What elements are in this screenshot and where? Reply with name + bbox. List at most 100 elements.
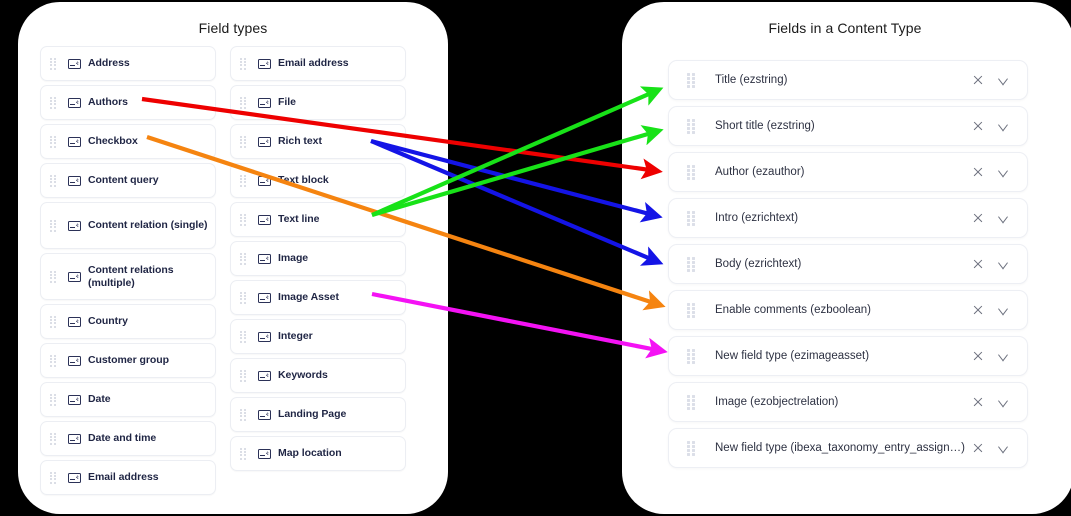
content-type-fields-panel: Fields in a Content Type Title (ezstring… xyxy=(622,2,1071,514)
content-type-field-row[interactable]: Intro (ezrichtext) xyxy=(668,198,1028,238)
drag-handle-icon[interactable] xyxy=(240,174,247,187)
close-icon[interactable] xyxy=(968,346,988,366)
close-icon[interactable] xyxy=(968,70,988,90)
content-type-field-label: New field type (ezimageasset) xyxy=(715,350,870,362)
field-type-label: Text block xyxy=(278,174,329,187)
content-type-field-row[interactable]: Body (ezrichtext) xyxy=(668,244,1028,284)
field-type-item[interactable]: Content relation (single) xyxy=(40,202,216,249)
field-type-item[interactable]: Customer group xyxy=(40,343,216,378)
field-type-label: Integer xyxy=(278,330,313,343)
content-type-field-row[interactable]: New field type (ezimageasset) xyxy=(668,336,1028,376)
chevron-down-icon[interactable] xyxy=(993,392,1013,412)
drag-handle-icon[interactable] xyxy=(687,395,696,410)
drag-handle-icon[interactable] xyxy=(50,174,57,187)
drag-handle-icon[interactable] xyxy=(240,330,247,343)
field-type-label: File xyxy=(278,96,296,109)
close-icon[interactable] xyxy=(968,162,988,182)
drag-handle-icon[interactable] xyxy=(50,57,57,70)
drag-handle-icon[interactable] xyxy=(240,57,247,70)
field-type-label: Keywords xyxy=(278,369,328,382)
close-icon[interactable] xyxy=(968,254,988,274)
drag-handle-icon[interactable] xyxy=(687,303,696,318)
close-icon[interactable] xyxy=(968,208,988,228)
field-type-item[interactable]: Integer xyxy=(230,319,406,354)
chevron-down-icon[interactable] xyxy=(993,346,1013,366)
content-type-field-label: Enable comments (ezboolean) xyxy=(715,304,871,316)
drag-handle-icon[interactable] xyxy=(687,211,696,226)
drag-handle-icon[interactable] xyxy=(240,135,247,148)
drag-handle-icon[interactable] xyxy=(687,349,696,364)
drag-handle-icon[interactable] xyxy=(50,135,57,148)
content-type-field-label: Author (ezauthor) xyxy=(715,166,805,178)
field-type-label: Content query xyxy=(88,174,159,187)
content-type-field-row[interactable]: Image (ezobjectrelation) xyxy=(668,382,1028,422)
drag-handle-icon[interactable] xyxy=(687,73,696,88)
drag-handle-icon[interactable] xyxy=(50,96,57,109)
field-type-item[interactable]: Keywords xyxy=(230,358,406,393)
field-type-item[interactable]: Date xyxy=(40,382,216,417)
close-icon[interactable] xyxy=(968,116,988,136)
field-type-item[interactable]: File xyxy=(230,85,406,120)
field-type-icon xyxy=(258,97,271,108)
field-type-item[interactable]: Content query xyxy=(40,163,216,198)
field-type-icon xyxy=(68,220,81,231)
drag-handle-icon[interactable] xyxy=(50,270,57,283)
drag-handle-icon[interactable] xyxy=(50,432,57,445)
field-type-item[interactable]: Content relations (multiple) xyxy=(40,253,216,300)
chevron-down-icon[interactable] xyxy=(993,300,1013,320)
field-type-item[interactable]: Country xyxy=(40,304,216,339)
drag-handle-icon[interactable] xyxy=(240,213,247,226)
drag-handle-icon[interactable] xyxy=(240,447,247,460)
close-icon[interactable] xyxy=(968,438,988,458)
field-type-item[interactable]: Rich text xyxy=(230,124,406,159)
drag-handle-icon[interactable] xyxy=(50,393,57,406)
chevron-down-icon[interactable] xyxy=(993,438,1013,458)
field-type-item[interactable]: Checkbox xyxy=(40,124,216,159)
drag-handle-icon[interactable] xyxy=(687,119,696,134)
content-type-field-row[interactable]: Short title (ezstring) xyxy=(668,106,1028,146)
field-type-item[interactable]: Image Asset xyxy=(230,280,406,315)
chevron-down-icon[interactable] xyxy=(993,254,1013,274)
field-type-item[interactable]: Image xyxy=(230,241,406,276)
drag-handle-icon[interactable] xyxy=(240,408,247,421)
drag-handle-icon[interactable] xyxy=(687,165,696,180)
chevron-down-icon[interactable] xyxy=(993,70,1013,90)
field-type-label: Email address xyxy=(88,471,159,484)
field-type-label: Authors xyxy=(88,96,128,109)
content-type-fields-title: Fields in a Content Type xyxy=(768,20,922,36)
close-icon[interactable] xyxy=(968,392,988,412)
content-type-field-row[interactable]: Enable comments (ezboolean) xyxy=(668,290,1028,330)
content-type-field-row[interactable]: New field type (ibexa_taxonomy_entry_ass… xyxy=(668,428,1028,468)
content-type-field-row[interactable]: Title (ezstring) xyxy=(668,60,1028,100)
field-type-item[interactable]: Text block xyxy=(230,163,406,198)
drag-handle-icon[interactable] xyxy=(50,354,57,367)
drag-handle-icon[interactable] xyxy=(687,257,696,272)
field-type-item[interactable]: Authors xyxy=(40,85,216,120)
field-type-icon xyxy=(258,292,271,303)
field-type-label: Content relations (multiple) xyxy=(88,264,174,289)
field-type-item[interactable]: Email address xyxy=(230,46,406,81)
chevron-down-icon[interactable] xyxy=(993,208,1013,228)
field-type-item[interactable]: Address xyxy=(40,46,216,81)
field-type-item[interactable]: Map location xyxy=(230,436,406,471)
drag-handle-icon[interactable] xyxy=(50,219,57,232)
field-type-icon xyxy=(258,214,271,225)
content-type-fields-list: Title (ezstring) Short title (ezstring) Au… xyxy=(668,60,1028,474)
drag-handle-icon[interactable] xyxy=(50,315,57,328)
drag-handle-icon[interactable] xyxy=(687,441,696,456)
field-type-item[interactable]: Date and time xyxy=(40,421,216,456)
drag-handle-icon[interactable] xyxy=(50,471,57,484)
drag-handle-icon[interactable] xyxy=(240,252,247,265)
drag-handle-icon[interactable] xyxy=(240,291,247,304)
close-icon[interactable] xyxy=(968,300,988,320)
field-type-item[interactable]: Landing Page xyxy=(230,397,406,432)
chevron-down-icon[interactable] xyxy=(993,162,1013,182)
field-type-item[interactable]: Text line xyxy=(230,202,406,237)
content-type-field-row[interactable]: Author (ezauthor) xyxy=(668,152,1028,192)
field-type-item[interactable]: Email address xyxy=(40,460,216,495)
chevron-down-icon[interactable] xyxy=(993,116,1013,136)
drag-handle-icon[interactable] xyxy=(240,96,247,109)
drag-handle-icon[interactable] xyxy=(240,369,247,382)
field-type-label: Rich text xyxy=(278,135,322,148)
